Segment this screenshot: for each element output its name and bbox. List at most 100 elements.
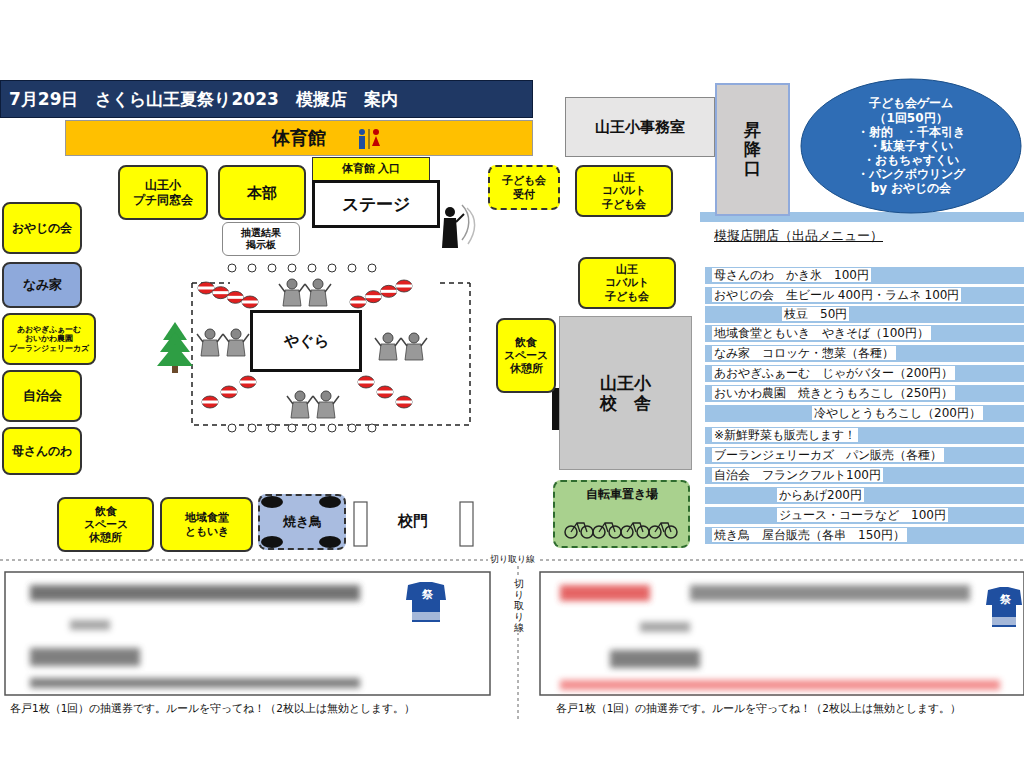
- dancer-figure: [405, 344, 423, 360]
- booth-box: 地域食堂 ともいき: [160, 497, 253, 552]
- happi-mark: 祭: [420, 588, 435, 601]
- dancer-figure: [317, 402, 335, 418]
- menu-bar: [705, 487, 1024, 504]
- paper-lantern: [240, 381, 256, 384]
- menu-item: 枝豆 50円: [782, 307, 849, 321]
- stage-box: ステージ: [312, 180, 440, 228]
- node-label: 子ども会 受付: [502, 174, 546, 200]
- paper-lantern: [350, 296, 366, 308]
- node-label: おやじの会: [12, 221, 72, 235]
- board-box: 抽選結果 掲示板: [222, 222, 300, 256]
- dancer-figure: [279, 284, 305, 292]
- paper-lantern: [198, 282, 214, 294]
- bike-parking-box: 自転車置き場: [553, 480, 690, 548]
- menu-bar: [705, 325, 1024, 342]
- paper-lantern: [198, 282, 214, 294]
- lantern-top: [248, 264, 256, 272]
- dancer-figure: [197, 279, 427, 418]
- lantern-top: [268, 424, 276, 432]
- lantern-top: [368, 424, 376, 432]
- office-box: 山王小事務室: [565, 97, 715, 157]
- cut-line-label: 切り取り線: [512, 578, 526, 633]
- bicycle-icon: [655, 523, 671, 532]
- paper-lantern: [396, 396, 412, 408]
- lantern-top: [288, 264, 296, 272]
- node-label: 山王小事務室: [595, 118, 685, 136]
- dancer-figure: [401, 333, 427, 360]
- menu-item: ブーランジェリーカズ パン販売（各種）: [712, 448, 944, 462]
- tree-icon: [157, 344, 193, 366]
- bicycle-icon: [599, 523, 615, 532]
- title-text: 7月29日 さくら山王夏祭り2023 模擬店 案内: [9, 88, 398, 111]
- yagura-box: やぐら: [250, 310, 362, 372]
- menu-bar: [705, 345, 1024, 362]
- node-label: 体育館 入口: [342, 162, 401, 175]
- node-label: やぐら: [284, 332, 329, 350]
- reception-box: 子ども会 受付: [488, 165, 560, 210]
- paper-lantern: [242, 296, 258, 308]
- tree-icon: [157, 322, 193, 373]
- menu-note: ※新鮮野菜も販売します！: [712, 428, 858, 442]
- yagura-area: [192, 264, 470, 432]
- paper-lantern: [198, 287, 214, 290]
- lantern-top: [348, 424, 356, 432]
- menu-item: あおやぎふぁーむ じゃがバター（200円）: [712, 366, 955, 380]
- node-label: 焼き鳥: [283, 514, 322, 530]
- lantern-top: [228, 264, 236, 272]
- node-label: 飲食 スペース 休憩所: [84, 505, 128, 545]
- lantern-top: [348, 264, 356, 272]
- dancer-figure: [313, 391, 339, 418]
- menu-bar: [705, 306, 1024, 323]
- paper-lantern: [213, 287, 229, 299]
- paper-lantern: [381, 285, 397, 297]
- lantern-top: [328, 424, 336, 432]
- paper-lantern: [377, 391, 393, 394]
- tree-icon: [172, 366, 178, 373]
- dancer-figure: [305, 279, 331, 306]
- yagura-area: [192, 283, 470, 425]
- node-label: 地域食堂 ともいき: [185, 511, 229, 537]
- paper-lantern: [240, 376, 256, 388]
- lottery-ticket: [690, 585, 970, 601]
- node-label: 子ども会ゲーム: [869, 96, 953, 110]
- menu-bar: [705, 287, 1024, 304]
- paper-lantern: [350, 296, 366, 308]
- booth-box: 山王 コバルト 子ども会: [575, 165, 673, 217]
- menu-bar: [705, 427, 1024, 444]
- menu-item: ジュース・コーラなど 100円: [777, 508, 948, 522]
- paper-lantern: [377, 386, 393, 398]
- paper-lantern: [202, 396, 218, 408]
- lottery-ticket: [70, 620, 110, 630]
- paper-lantern: [396, 280, 412, 292]
- menu-bar: [705, 467, 1024, 484]
- bicycle-icon: [571, 523, 587, 532]
- menu-item: なみ家 コロッケ・惣菜（各種）: [712, 346, 896, 360]
- node-label: 自転車置き場: [586, 487, 658, 501]
- lantern-top: [308, 264, 316, 272]
- lottery-ticket: [540, 572, 1024, 695]
- toilet-icon: [372, 136, 380, 146]
- menu-item: からあげ200円: [777, 488, 864, 502]
- paper-lantern: [396, 396, 412, 408]
- toilet-icon: [359, 136, 365, 149]
- dancer-figure: [287, 279, 297, 289]
- paper-lantern: [213, 291, 229, 294]
- node-label: 体育館: [272, 127, 326, 149]
- paper-lantern: [381, 285, 397, 297]
- school-gate: [354, 502, 473, 546]
- node-label: 山王 コバルト 子ども会: [602, 171, 646, 211]
- lottery-ticket: [560, 680, 1000, 690]
- singer-figure: [442, 205, 475, 248]
- paper-lantern: [381, 290, 397, 293]
- lantern-top: [228, 264, 376, 432]
- menu-item: 自治会 フランクフルト100円: [712, 468, 883, 482]
- lottery-ticket: [640, 622, 690, 632]
- dancer-figure: [309, 290, 327, 306]
- bicycle-icon: [627, 523, 643, 532]
- menu-bar: [705, 527, 1024, 544]
- booth-box: 山王小 プチ同窓会: [118, 165, 208, 220]
- booth-box: なみ家: [2, 262, 82, 308]
- node-label: （1回50円）: [874, 111, 947, 125]
- dancer-figure: [305, 284, 331, 292]
